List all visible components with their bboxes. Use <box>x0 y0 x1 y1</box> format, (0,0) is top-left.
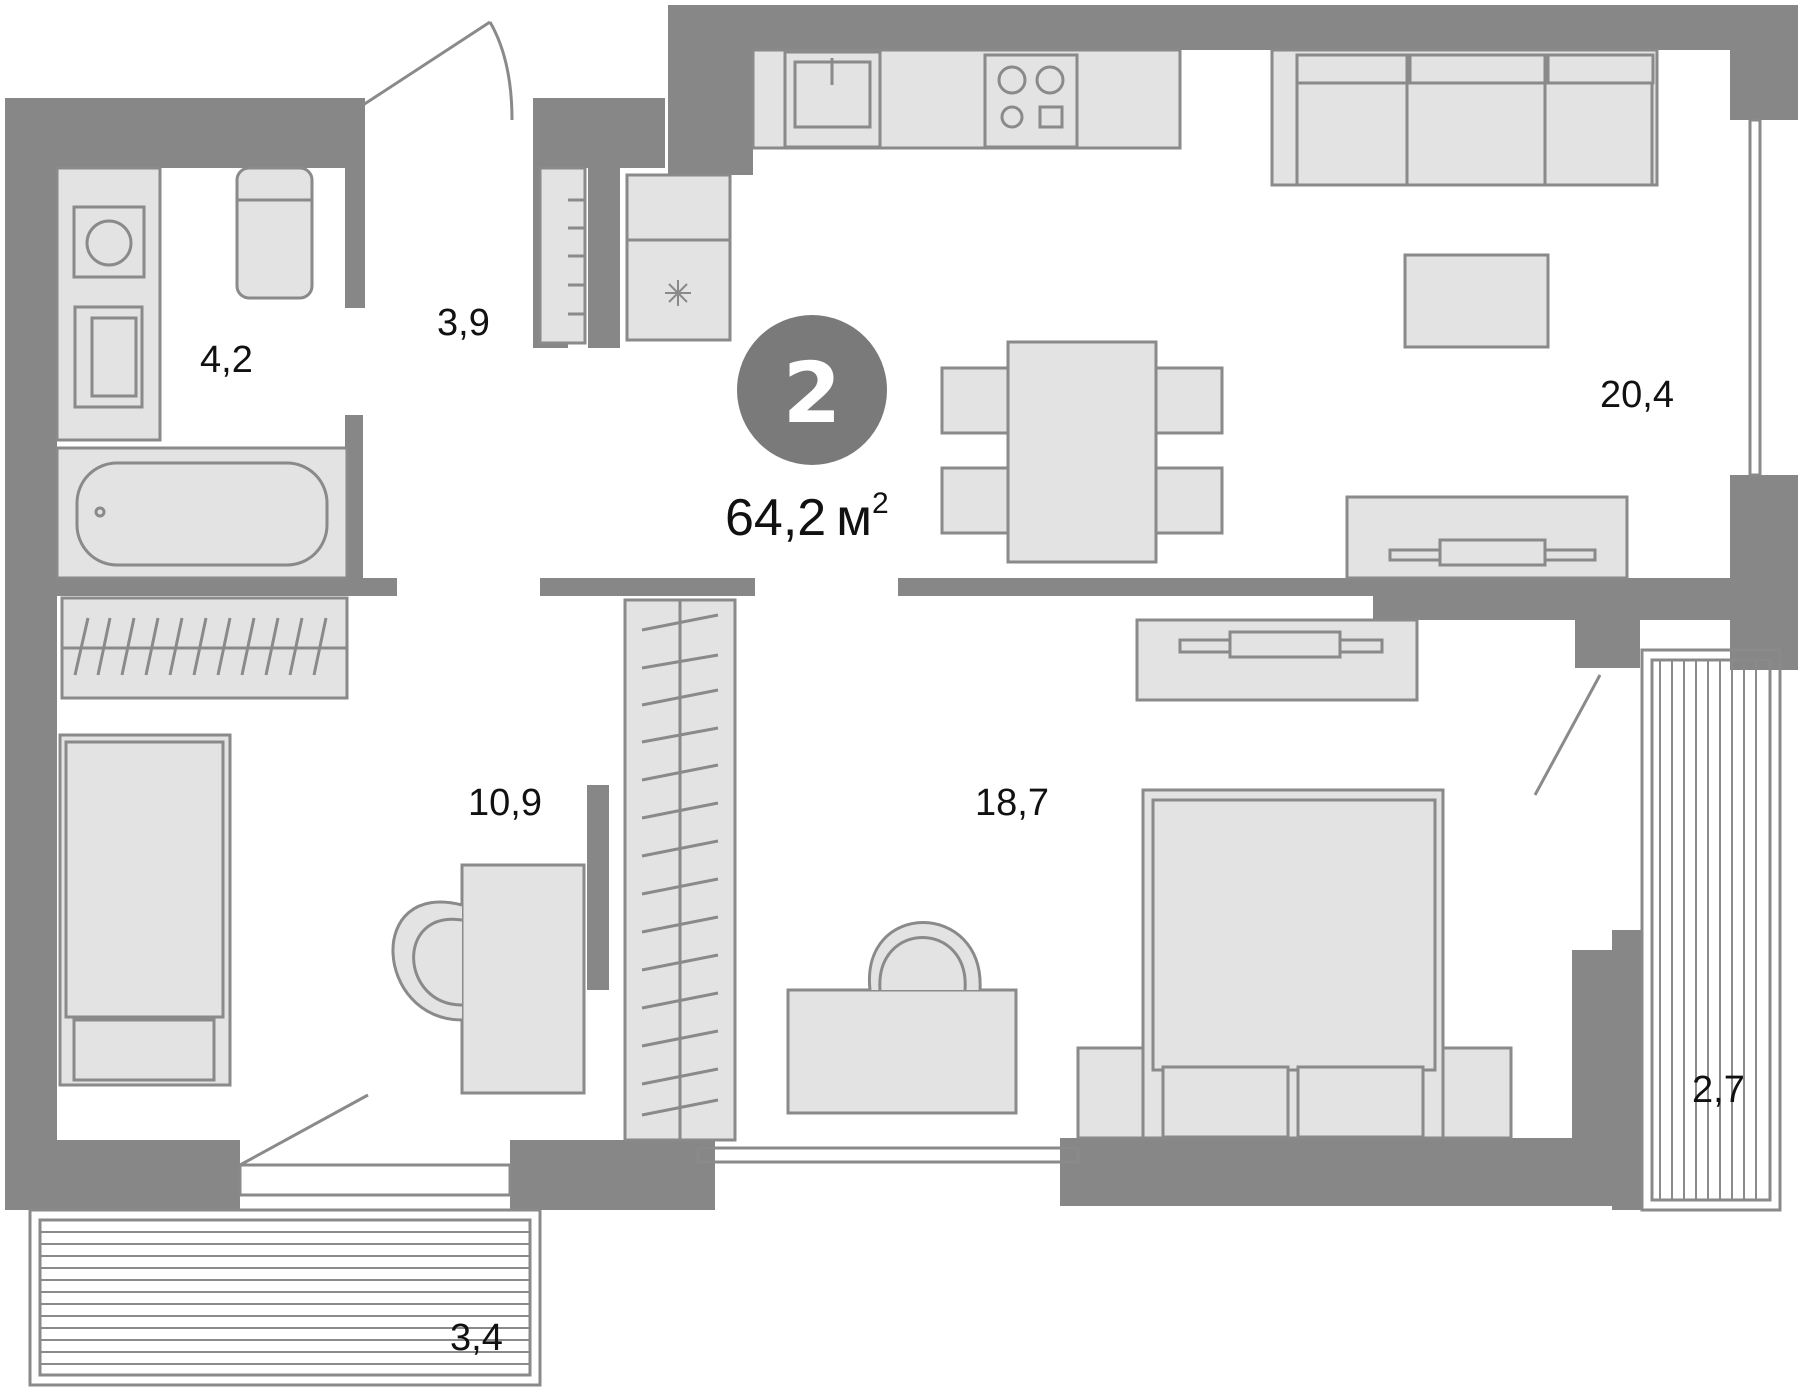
desk <box>786 988 1018 1115</box>
pillow <box>1161 1065 1290 1139</box>
desk <box>460 863 586 1095</box>
wardrobe-hall-hangers <box>73 617 328 676</box>
bedroom-left-furniture <box>58 733 586 1095</box>
bathtub <box>75 461 329 567</box>
washing-machine-drum <box>85 219 133 267</box>
total-area-value: 64,2 <box>725 489 826 547</box>
bathroom-fixtures <box>55 166 349 580</box>
chair <box>1154 366 1224 435</box>
coffee-table <box>1403 253 1550 349</box>
room-area-bedroom-left: 10,9 <box>468 782 542 824</box>
room-area-bedroom-right: 18,7 <box>975 782 1049 824</box>
nightstand <box>1076 1046 1145 1140</box>
room-area-bathroom: 4,2 <box>200 339 253 381</box>
room-area-hallway: 3,9 <box>437 302 490 344</box>
room-area-balcony-right: 2,7 <box>1692 1069 1745 1111</box>
wardrobe-bedroom-hangers <box>641 613 719 1117</box>
bedroom-right-furniture <box>623 598 1513 1142</box>
dining-table <box>1006 340 1158 564</box>
toilet <box>235 166 314 300</box>
chair <box>940 466 1010 535</box>
nightstand <box>1441 1046 1513 1140</box>
rooms-count-badge: 2 <box>737 315 887 465</box>
badge-circle <box>737 315 887 465</box>
hallway-storage <box>60 166 732 700</box>
total-area-unit: м <box>836 489 872 547</box>
windows <box>238 118 1762 1197</box>
room-area-balcony-bottom: 3,4 <box>450 1317 503 1359</box>
balcony-right <box>1640 648 1782 1212</box>
living-room-furniture <box>940 48 1659 580</box>
fridge <box>625 173 732 342</box>
stove <box>983 53 1079 149</box>
chair <box>1154 466 1224 535</box>
total-area-unit-sup: 2 <box>872 487 889 520</box>
pillow <box>72 1018 216 1082</box>
chair <box>940 366 1010 435</box>
balcony-bottom <box>28 1208 542 1387</box>
kitchen <box>751 48 1182 150</box>
pillow <box>1296 1065 1425 1139</box>
room-area-kitchen-living: 20,4 <box>1600 374 1674 416</box>
doors <box>239 20 1602 1167</box>
rooms-count: 2 <box>783 344 841 442</box>
